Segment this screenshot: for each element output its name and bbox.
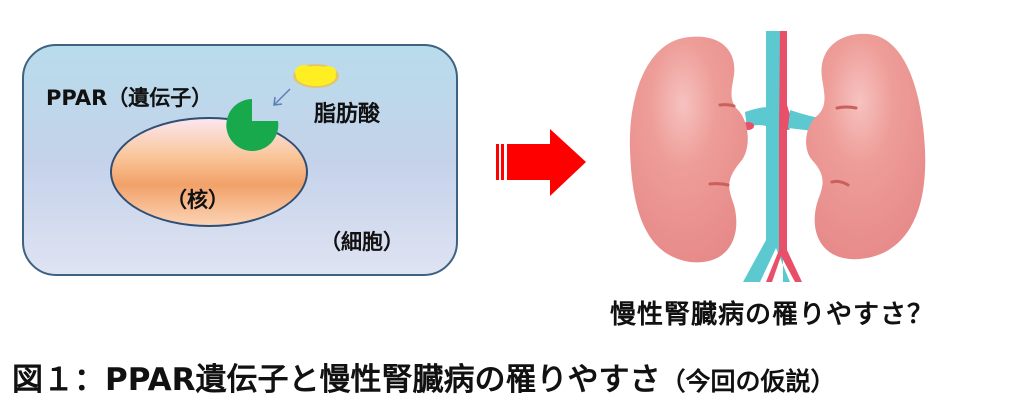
- figure-number: 図１: [12, 362, 74, 398]
- fatty-acid-icon: [293, 64, 339, 88]
- right-kidney: [806, 33, 926, 260]
- caption-separator: ：: [74, 362, 105, 398]
- kidney-question-label: 慢性腎臓病の罹りやすさ？: [610, 300, 935, 330]
- cell-label: （細胞）: [320, 230, 404, 254]
- binding-arrow-icon: [273, 88, 291, 106]
- receptor-icon: [226, 99, 279, 151]
- caption-note: （今回の仮説）: [660, 367, 836, 396]
- fatty-acid-label: 脂肪酸: [314, 102, 381, 127]
- caption-title: PPAR遺伝子と慢性腎臓病の罹りやすさ: [105, 362, 661, 398]
- figure-caption: 図１：PPAR遺伝子と慢性腎臓病の罹りやすさ（今回の仮説）: [12, 354, 835, 399]
- nucleus-label: （核）: [166, 188, 229, 212]
- gene-label: PPAR（遺伝子）: [46, 86, 213, 110]
- left-kidney: [629, 36, 748, 263]
